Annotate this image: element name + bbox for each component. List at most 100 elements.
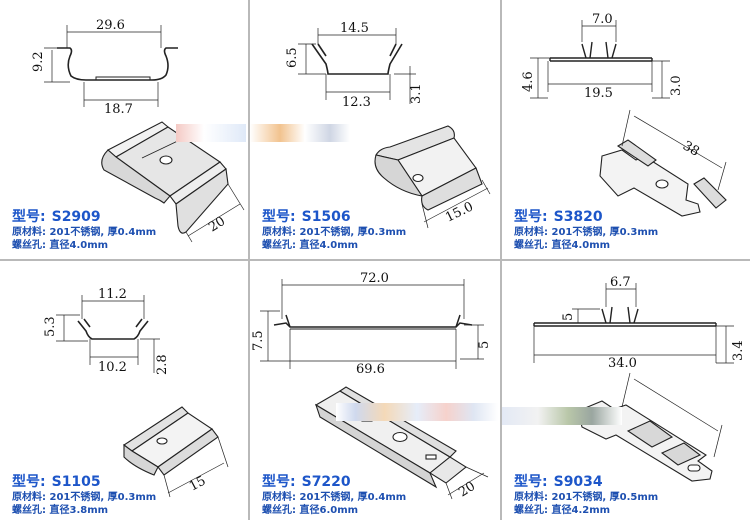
caption: 型号: S9034 原材料: 201不锈钢, 厚0.5mm 螺丝孔: 直径4.2m… xyxy=(514,471,658,517)
clip-drawing: 14.5 6.5 12.3 3.1 15.0 xyxy=(285,21,491,229)
clip-profile xyxy=(57,47,178,81)
dim-base-height: 2.8 xyxy=(155,354,170,375)
material-spec: 原材料: 201不锈钢, 厚0.4mm xyxy=(262,492,407,503)
dim-top-width: 7.0 xyxy=(592,12,613,27)
dim-bottom-width: 12.3 xyxy=(342,95,371,110)
clip-3d-view xyxy=(374,125,483,211)
dimension-lines xyxy=(44,25,162,107)
model-label: 型号: xyxy=(514,209,548,225)
dim-bottom-width: 10.2 xyxy=(98,360,127,375)
material-spec: 原材料: 201不锈钢, 厚0.3mm xyxy=(514,227,659,238)
caption: 型号: S1506 原材料: 201不锈钢, 厚0.3mm 螺丝孔: 直径4.0m… xyxy=(262,206,406,252)
clip-3d-view xyxy=(101,121,229,234)
product-panel-s1105: 11.2 5.3 10.2 2.8 15 型号: S1105 原材料: 201不锈… xyxy=(0,261,248,520)
dim-top-width: 11.2 xyxy=(98,287,127,302)
hole-spec: 螺丝孔: 直径4.0mm xyxy=(514,240,611,251)
model-label: 型号: xyxy=(514,474,548,490)
clip-profile xyxy=(77,318,149,340)
material-spec: 原材料: 201不锈钢, 厚0.4mm xyxy=(12,227,157,238)
model-code: S9034 xyxy=(553,474,603,490)
dim-top-width: 72.0 xyxy=(360,271,389,286)
dim-base-height: 5 xyxy=(477,341,492,349)
hole-spec: 螺丝孔: 直径6.0mm xyxy=(262,505,359,516)
watermark-strip xyxy=(250,124,350,142)
product-panel-s1506: 14.5 6.5 12.3 3.1 15.0 型号: S1506 原材料: 201… xyxy=(250,0,498,259)
caption: 型号: S2909 原材料: 201不锈钢, 厚0.4mm 螺丝孔: 直径4.0m… xyxy=(12,206,156,252)
hole-spec: 螺丝孔: 直径4.0mm xyxy=(12,240,109,251)
dim-height: 9.2 xyxy=(31,51,46,72)
dimension-lines xyxy=(260,279,484,369)
material-spec: 原材料: 201不锈钢, 厚0.5mm xyxy=(514,492,659,503)
hole-spec: 螺丝孔: 直径4.0mm xyxy=(262,240,359,251)
dim-length: 15.0 xyxy=(443,199,476,225)
dim-top-width: 6.7 xyxy=(610,275,631,290)
clip-profile xyxy=(311,43,403,75)
dimension-lines xyxy=(533,283,734,364)
dim-bottom-width: 34.0 xyxy=(608,356,637,371)
product-panel-s2909: 29.6 9.2 18.7 20 型号: S2909 原材料: 201不锈钢, 厚… xyxy=(0,0,248,259)
clip-drawing: 7.0 4.6 19.5 3.0 38 xyxy=(521,12,727,217)
length-dimension xyxy=(445,466,489,500)
model-line: 型号: S2909 xyxy=(12,206,156,226)
dimension-lines xyxy=(530,20,670,99)
dim-length: 15 xyxy=(187,474,209,495)
product-panel-s9034: 6.7 5 34.0 3.4 型号: S9034 原材料: 201不锈钢, 厚0.… xyxy=(502,261,750,520)
model-code: S7220 xyxy=(301,474,351,490)
dim-bottom-width: 18.7 xyxy=(104,102,133,117)
model-code: S1506 xyxy=(301,209,351,225)
dim-height: 5 xyxy=(561,313,576,321)
dim-bottom-width: 69.6 xyxy=(356,362,385,377)
material-spec: 原材料: 201不锈钢, 厚0.3mm xyxy=(262,227,407,238)
product-panel-s7220: 72.0 7.5 69.6 5 20 型号: S7220 原材料: 201不锈钢,… xyxy=(250,261,498,520)
model-code: S3820 xyxy=(553,209,603,225)
model-line: 型号: S3820 xyxy=(514,206,658,226)
model-line: 型号: S7220 xyxy=(262,471,406,491)
caption: 型号: S7220 原材料: 201不锈钢, 厚0.4mm 螺丝孔: 直径6.0m… xyxy=(262,471,406,517)
material-spec: 原材料: 201不锈钢, 厚0.3mm xyxy=(12,492,157,503)
model-label: 型号: xyxy=(12,209,46,225)
dimension-lines xyxy=(298,28,416,104)
dim-length: 38 xyxy=(680,138,702,159)
dim-height: 5.3 xyxy=(43,316,58,337)
product-panel-s3820: 7.0 4.6 19.5 3.0 38 型号: S3820 原材料: 201不锈钢… xyxy=(502,0,750,259)
model-line: 型号: S1506 xyxy=(262,206,406,226)
dim-top-width: 14.5 xyxy=(340,21,369,36)
model-label: 型号: xyxy=(262,209,296,225)
dim-base-height: 3.4 xyxy=(731,340,746,361)
model-code: S2909 xyxy=(51,209,101,225)
dim-top-width: 29.6 xyxy=(96,18,125,33)
clip-profile xyxy=(533,306,717,327)
clip-profile xyxy=(549,41,653,62)
model-line: 型号: S1105 xyxy=(12,471,156,491)
model-line: 型号: S9034 xyxy=(514,471,658,491)
clip-drawing: 29.6 9.2 18.7 20 xyxy=(31,18,245,243)
hole-spec: 螺丝孔: 直径3.8mm xyxy=(12,505,109,516)
length-dimension xyxy=(621,372,723,458)
dim-height: 7.5 xyxy=(251,330,266,351)
dim-bottom-width: 19.5 xyxy=(584,86,613,101)
clip-3d-view xyxy=(123,406,219,476)
clip-profile xyxy=(273,314,473,330)
length-dimension xyxy=(621,109,727,191)
dim-height: 4.6 xyxy=(521,71,536,92)
dim-length: 20 xyxy=(456,479,478,500)
dim-length: 20 xyxy=(206,214,228,235)
length-dimension xyxy=(421,179,491,229)
model-code: S1105 xyxy=(51,474,101,490)
length-dimension xyxy=(163,436,229,498)
grid-divider-horizontal xyxy=(0,259,750,261)
model-label: 型号: xyxy=(12,474,46,490)
watermark-strip xyxy=(502,407,622,425)
dim-base-height: 3.0 xyxy=(669,75,684,96)
model-label: 型号: xyxy=(262,474,296,490)
watermark-strip xyxy=(336,403,498,421)
watermark-strip xyxy=(176,124,246,142)
clip-3d-view xyxy=(599,139,727,217)
dimension-lines xyxy=(56,295,160,373)
caption: 型号: S1105 原材料: 201不锈钢, 厚0.3mm 螺丝孔: 直径3.8m… xyxy=(12,471,156,517)
hole-spec: 螺丝孔: 直径4.2mm xyxy=(514,505,611,516)
length-dimension xyxy=(185,183,245,243)
clip-drawing: 11.2 5.3 10.2 2.8 15 xyxy=(43,287,229,498)
caption: 型号: S3820 原材料: 201不锈钢, 厚0.3mm 螺丝孔: 直径4.0m… xyxy=(514,206,658,252)
